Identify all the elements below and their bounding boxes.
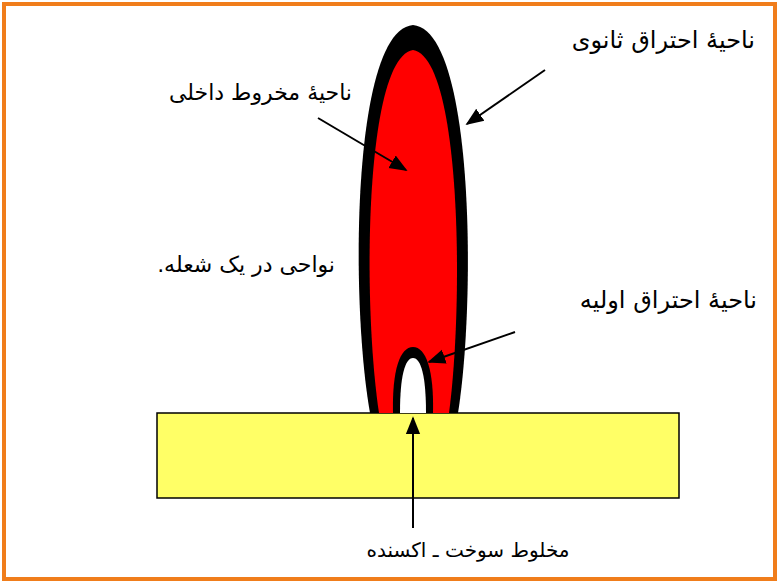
label-anchor: ناحیهٔ مخروط داخلی [169,80,352,106]
zone-label: ناحیهٔ احتراق اولیه [580,286,757,315]
label-anchor: مخلوط سوخت ـ اکسنده [366,538,569,562]
leader-line [467,70,545,124]
zone-label: ناحیهٔ احتراق ثانوی [572,26,755,55]
leader-line [429,332,515,362]
outer-frame [4,4,775,579]
caption-label: نواحی در یک شعله. [157,252,335,278]
label-anchor: ناحیهٔ احتراق اولیه [580,286,757,315]
inner-cone [370,50,457,413]
leader-line [318,118,406,170]
feed-arrow [412,418,414,528]
burner-plate [157,413,679,498]
input-label: مخلوط سوخت ـ اکسنده [366,538,569,562]
zone-label: ناحیهٔ مخروط داخلی [169,80,352,106]
label-anchor: ناحیهٔ احتراق ثانوی [572,26,755,55]
primary-zone-core [400,358,426,413]
label-anchor: نواحی در یک شعله. [157,252,335,278]
primary-zone [393,347,433,413]
